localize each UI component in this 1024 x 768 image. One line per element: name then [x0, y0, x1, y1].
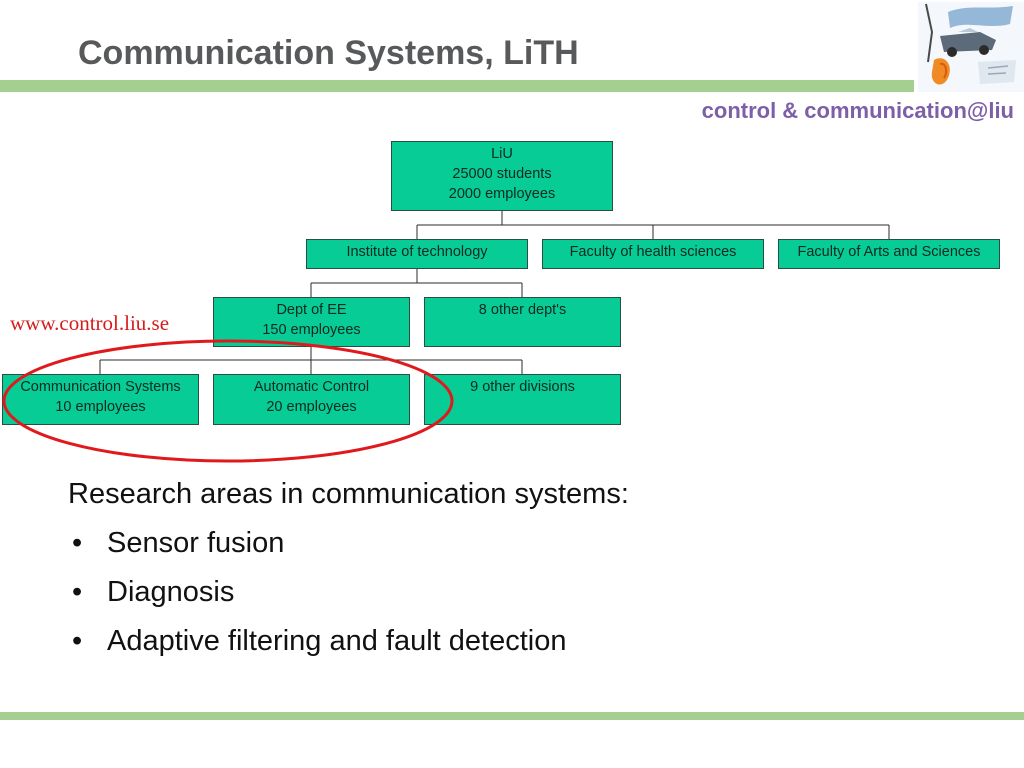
- lith-logo-collage-icon: [918, 2, 1024, 92]
- node-line: 150 employees: [262, 322, 361, 338]
- research-item-label: Diagnosis: [107, 576, 235, 608]
- website-link[interactable]: www.control.liu.se: [10, 311, 170, 335]
- org-node-faculty-health-sciences: Faculty of health sciences: [542, 239, 764, 269]
- page-title: Communication Systems, LiTH: [78, 34, 579, 72]
- research-item-label: Adaptive filtering and fault detection: [107, 625, 567, 657]
- connector-faculty-departments: [310, 269, 523, 297]
- node-line: 8 other dept's: [478, 302, 567, 318]
- node-line: Institute of technology: [346, 244, 488, 260]
- research-areas: Research areas in communication systems:…: [68, 470, 629, 666]
- node-line: Automatic Control: [253, 379, 370, 395]
- connector-root-faculties: [416, 211, 890, 239]
- research-list: • Sensor fusion • Diagnosis • Adaptive filt…: [68, 519, 629, 666]
- org-node-other-depts: 8 other dept's: [424, 297, 621, 347]
- bullet-icon: •: [72, 625, 83, 657]
- node-line: LiU: [491, 146, 513, 162]
- org-node-communication-systems: Communication Systems 10 employees: [2, 374, 199, 425]
- org-node-liu: LiU 25000 students 2000 employees: [391, 141, 613, 211]
- node-line: Faculty of Arts and Sciences: [797, 244, 981, 260]
- org-node-faculty-arts-sciences: Faculty of Arts and Sciences: [778, 239, 1000, 269]
- research-heading: Research areas in communication systems:: [68, 478, 629, 510]
- org-node-automatic-control: Automatic Control 20 employees: [213, 374, 410, 425]
- node-line: Dept of EE: [276, 302, 347, 318]
- subtitle-tagline: control & communication@liu: [701, 98, 1014, 123]
- bullet-icon: •: [72, 576, 83, 608]
- org-node-institute-of-technology: Institute of technology: [306, 239, 528, 269]
- org-node-dept-ee: Dept of EE 150 employees: [213, 297, 410, 347]
- node-line: Faculty of health sciences: [569, 244, 737, 260]
- org-node-other-divisions: 9 other divisions: [424, 374, 621, 425]
- research-item: • Adaptive filtering and fault detection: [68, 617, 629, 666]
- research-item: • Sensor fusion: [68, 519, 629, 568]
- header-accent-bar: [0, 80, 914, 92]
- node-line: 9 other divisions: [470, 379, 575, 395]
- research-item-label: Sensor fusion: [107, 527, 285, 559]
- node-line: 25000 students: [452, 166, 552, 182]
- footer-accent-bar: [0, 712, 1024, 720]
- node-line: Communication Systems: [20, 379, 181, 395]
- node-line: 2000 employees: [448, 186, 556, 202]
- research-item: • Diagnosis: [68, 568, 629, 617]
- node-line: 20 employees: [266, 399, 357, 415]
- connector-department-divisions: [99, 347, 523, 374]
- bullet-icon: •: [72, 527, 83, 559]
- node-line: 10 employees: [55, 399, 146, 415]
